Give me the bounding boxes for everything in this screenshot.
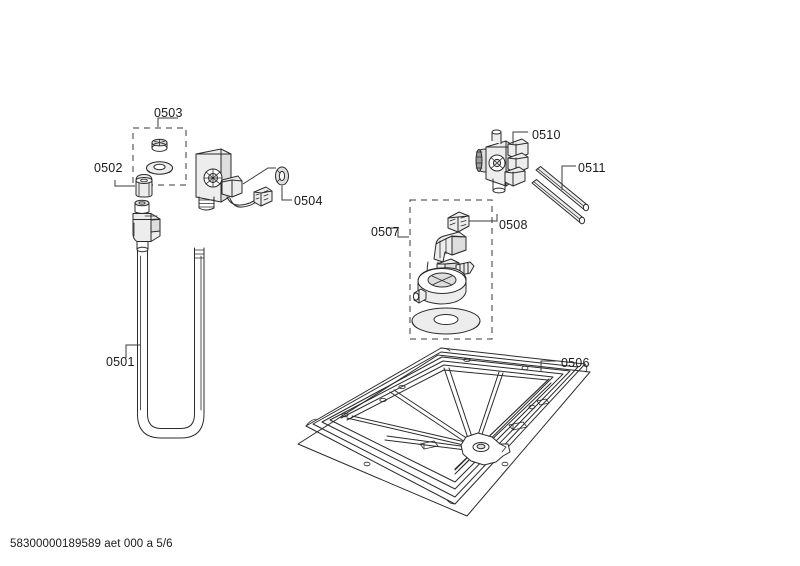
part-group-0508 <box>447 211 470 233</box>
leader-line-0510 <box>512 131 528 144</box>
part-group-0510 <box>475 129 529 194</box>
pump-duct <box>426 231 467 281</box>
leader-line-0501 <box>125 344 140 358</box>
part-group-0504 <box>275 166 289 186</box>
hose-elbow-coupling <box>132 199 161 253</box>
part-label-0511: 0511 <box>578 161 606 175</box>
part-group-0502 <box>135 174 153 198</box>
leader-line-0506 <box>540 360 556 372</box>
part-label-0506: 0506 <box>561 356 590 370</box>
part-label-0508: 0508 <box>499 218 528 232</box>
part-label-0510: 0510 <box>532 128 561 142</box>
leader-line-valve-to-oring <box>242 167 276 185</box>
pump-body <box>412 258 475 305</box>
part-group-0507 <box>409 199 493 340</box>
dashed-group-box-0503 <box>132 127 187 186</box>
leader-line-0508 <box>469 214 498 222</box>
gasket-disc <box>411 307 481 335</box>
part-group-0501 <box>132 199 205 439</box>
part-label-0507: 0507 <box>371 225 400 239</box>
center-hub <box>460 432 511 466</box>
washer-ring-icon <box>146 161 173 175</box>
part-group-0511 <box>531 166 590 225</box>
part-label-0501: 0501 <box>106 355 135 369</box>
leader-line-0507 <box>386 227 409 238</box>
sieve-insert-icon <box>151 138 168 152</box>
part-label-0502: 0502 <box>94 161 123 175</box>
leader-line-0502 <box>114 180 135 187</box>
leader-line-0503 <box>157 117 178 127</box>
part-label-0503: 0503 <box>154 106 183 120</box>
aquastop-valve-body <box>195 148 273 211</box>
document-footer-code: 58300000189589 aet 000 a 5/6 <box>10 538 173 550</box>
part-group-0506 <box>297 347 591 517</box>
leader-line-0511 <box>561 165 576 190</box>
part-label-0504: 0504 <box>294 194 323 208</box>
part-group-0503 <box>132 127 187 186</box>
leader-line-0504 <box>281 186 292 201</box>
